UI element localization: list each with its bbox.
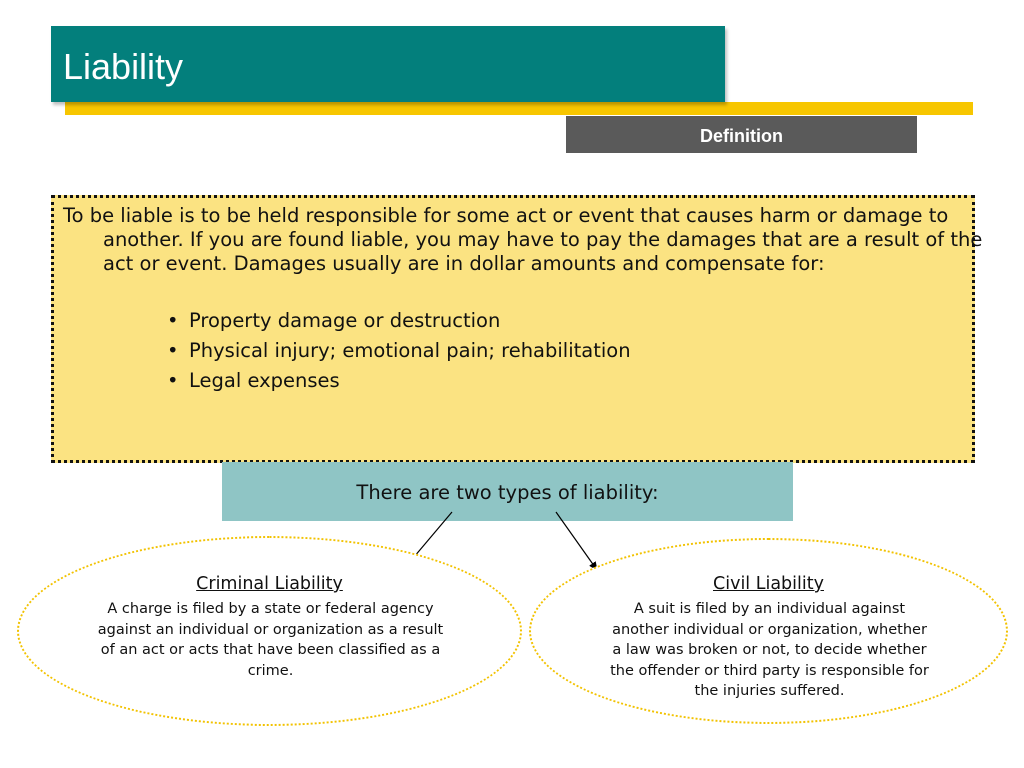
bullet-icon: • bbox=[167, 339, 179, 362]
list-item-label: Physical injury; emotional pain; rehabil… bbox=[189, 339, 631, 362]
bullet-icon: • bbox=[167, 369, 179, 392]
definition-box: To be liable is to be held responsible f… bbox=[51, 195, 982, 463]
types-box: There are two types of liability: bbox=[222, 462, 793, 521]
title-band: Liability bbox=[51, 26, 725, 102]
civil-liability-text: A suit is filed by an individual against… bbox=[610, 601, 929, 699]
list-item: • Physical injury; emotional pain; rehabi… bbox=[167, 336, 631, 366]
definition-paragraph: To be liable is to be held responsible f… bbox=[63, 204, 983, 275]
slide-title: Liability bbox=[63, 46, 184, 87]
civil-liability-ellipse: Civil Liability A suit is filed by an in… bbox=[529, 538, 1008, 724]
list-item: • Legal expenses bbox=[167, 366, 631, 396]
accent-bar bbox=[65, 102, 973, 115]
damages-list: • Property damage or destruction • Physica… bbox=[167, 306, 631, 396]
civil-liability-title: Civil Liability bbox=[713, 574, 824, 594]
list-item-label: Property damage or destruction bbox=[189, 309, 501, 332]
criminal-liability-text: A charge is filed by a state or federal … bbox=[97, 601, 444, 679]
list-item: • Property damage or destruction bbox=[167, 306, 631, 336]
bullet-icon: • bbox=[167, 309, 179, 332]
section-tag: Definition bbox=[566, 116, 917, 153]
criminal-liability-ellipse: Criminal Liability A charge is filed by … bbox=[17, 536, 522, 726]
criminal-liability-title: Criminal Liability bbox=[196, 574, 343, 594]
list-item-label: Legal expenses bbox=[189, 369, 340, 392]
